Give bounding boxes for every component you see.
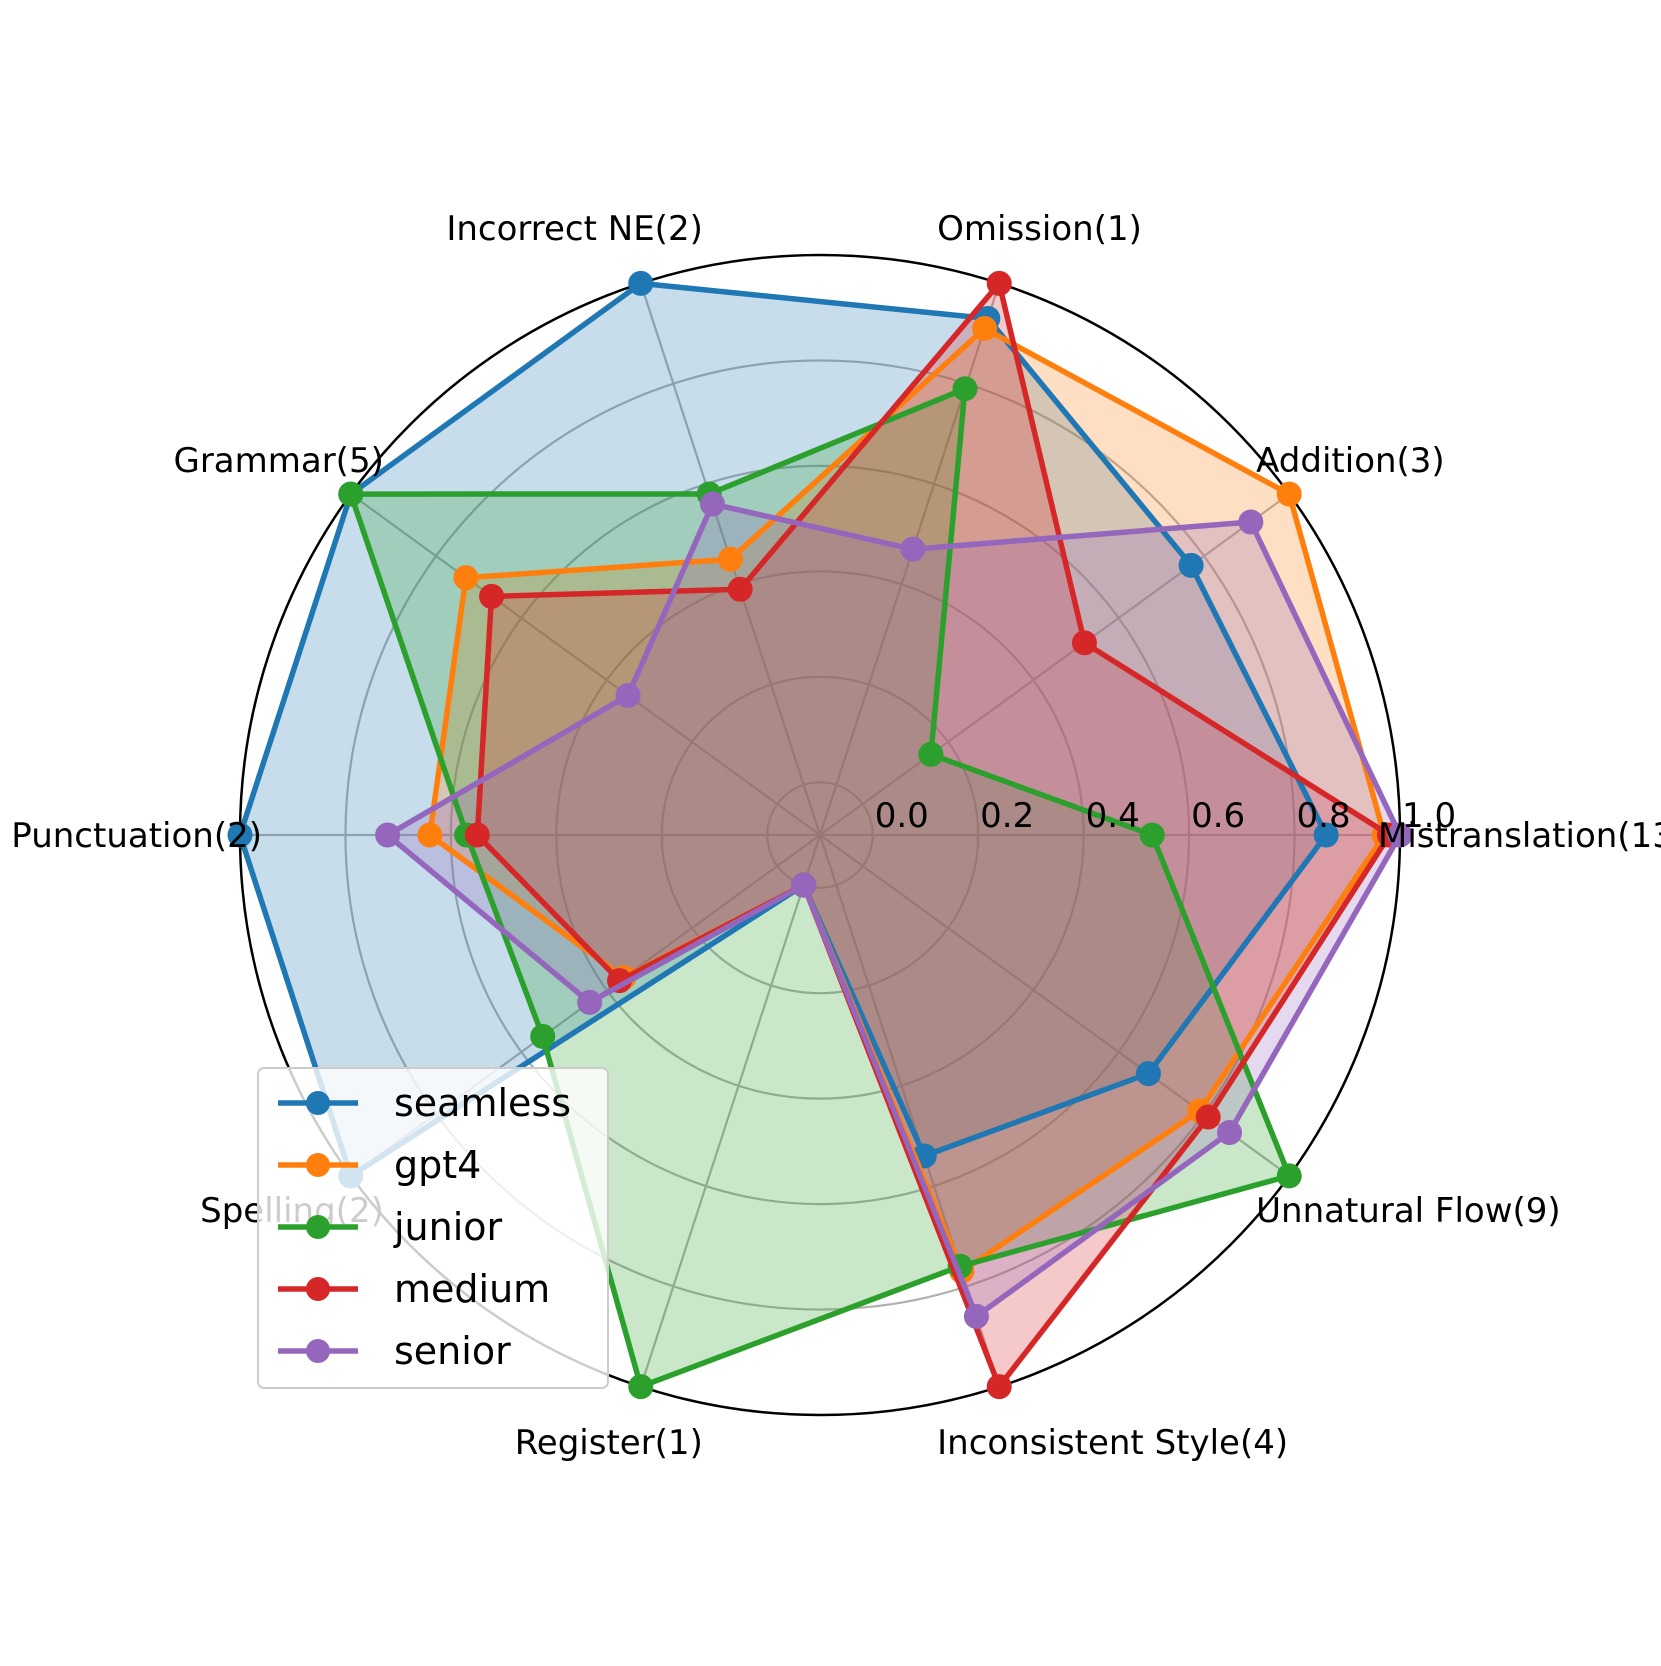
data-point-medium	[464, 822, 490, 848]
legend-item-medium: medium	[278, 1267, 550, 1311]
data-point-junior	[1276, 1163, 1302, 1189]
legend: seamless gpt4 junior medium senior	[257, 1067, 609, 1389]
legend-item-seamless: seamless	[278, 1081, 571, 1125]
legend-label: junior	[393, 1205, 503, 1249]
data-point-senior	[1387, 822, 1413, 848]
legend-marker	[306, 1339, 330, 1363]
data-point-junior	[628, 1374, 654, 1400]
radial-tick-label: 0.4	[1086, 796, 1140, 836]
axis-label: Unnatural Flow(9)	[1256, 1191, 1561, 1231]
data-point-medium	[986, 270, 1012, 296]
axis-label: Inconsistent Style(4)	[937, 1423, 1288, 1463]
radial-tick-labels: 0.0 0.2 0.4 0.6 0.8 1.0	[875, 796, 1456, 836]
legend-label: medium	[394, 1267, 550, 1311]
axis-label: Mistranslation(13)	[1378, 816, 1661, 856]
data-point-gpt4	[717, 546, 743, 572]
axis-label: Addition(3)	[1256, 441, 1445, 481]
legend-item-junior: junior	[278, 1205, 503, 1249]
series-fill-medium	[477, 283, 1390, 1387]
series-lines	[227, 270, 1413, 1400]
series-senior	[375, 491, 1413, 1329]
data-point-senior	[577, 989, 603, 1015]
axis-label: Incorrect NE(2)	[446, 209, 703, 249]
data-point-senior	[699, 491, 725, 517]
radial-tick-label: 1.0	[1402, 796, 1456, 836]
angular-gridline	[350, 493, 821, 836]
data-point-seamless	[1313, 822, 1339, 848]
radial-tick-label: 0.6	[1191, 796, 1245, 836]
legend-marker	[306, 1153, 330, 1177]
legend-item-gpt4: gpt4	[278, 1143, 481, 1187]
axis-label: Grammar(5)	[173, 441, 383, 481]
data-point-medium	[1071, 630, 1097, 656]
data-point-senior	[615, 683, 641, 709]
angular-gridline	[819, 493, 1290, 836]
data-point-junior	[338, 481, 364, 507]
data-point-senior	[1238, 509, 1264, 535]
legend-marker	[306, 1091, 330, 1115]
legend-box	[257, 1067, 609, 1389]
data-point-medium	[727, 576, 753, 602]
data-point-seamless	[227, 822, 253, 848]
data-point-medium	[986, 1374, 1012, 1400]
data-point-seamless	[1178, 552, 1204, 578]
data-point-senior	[1217, 1120, 1243, 1146]
data-point-seamless	[1135, 1061, 1161, 1087]
radial-tick-label: 0.0	[875, 796, 929, 836]
data-point-senior	[900, 536, 926, 562]
data-point-junior	[530, 1023, 556, 1049]
legend-marker	[306, 1215, 330, 1239]
legend-label: gpt4	[394, 1143, 481, 1187]
legend-item-senior: senior	[278, 1329, 511, 1373]
data-point-gpt4	[1276, 481, 1302, 507]
data-point-senior	[963, 1303, 989, 1329]
data-point-gpt4	[972, 316, 998, 342]
legend-marker	[306, 1277, 330, 1301]
data-point-junior	[1139, 822, 1165, 848]
data-point-medium	[479, 583, 505, 609]
radial-tick-label: 0.8	[1297, 796, 1351, 836]
data-point-gpt4	[453, 565, 479, 591]
data-point-gpt4	[417, 822, 443, 848]
data-point-senior	[375, 822, 401, 848]
data-point-junior	[952, 376, 978, 402]
legend-label: seamless	[394, 1081, 571, 1125]
data-point-medium	[1195, 1104, 1221, 1130]
axis-label: Register(1)	[515, 1423, 703, 1463]
angular-gridline	[639, 834, 822, 1387]
series-fill-senior	[387, 504, 1401, 1317]
data-point-junior	[918, 741, 944, 767]
axis-label: Omission(1)	[937, 209, 1142, 249]
data-point-senior	[791, 872, 817, 898]
legend-label: senior	[394, 1329, 511, 1373]
data-point-seamless	[628, 270, 654, 296]
radial-tick-label: 0.2	[980, 796, 1034, 836]
axis-label: Punctuation(2)	[11, 816, 262, 856]
